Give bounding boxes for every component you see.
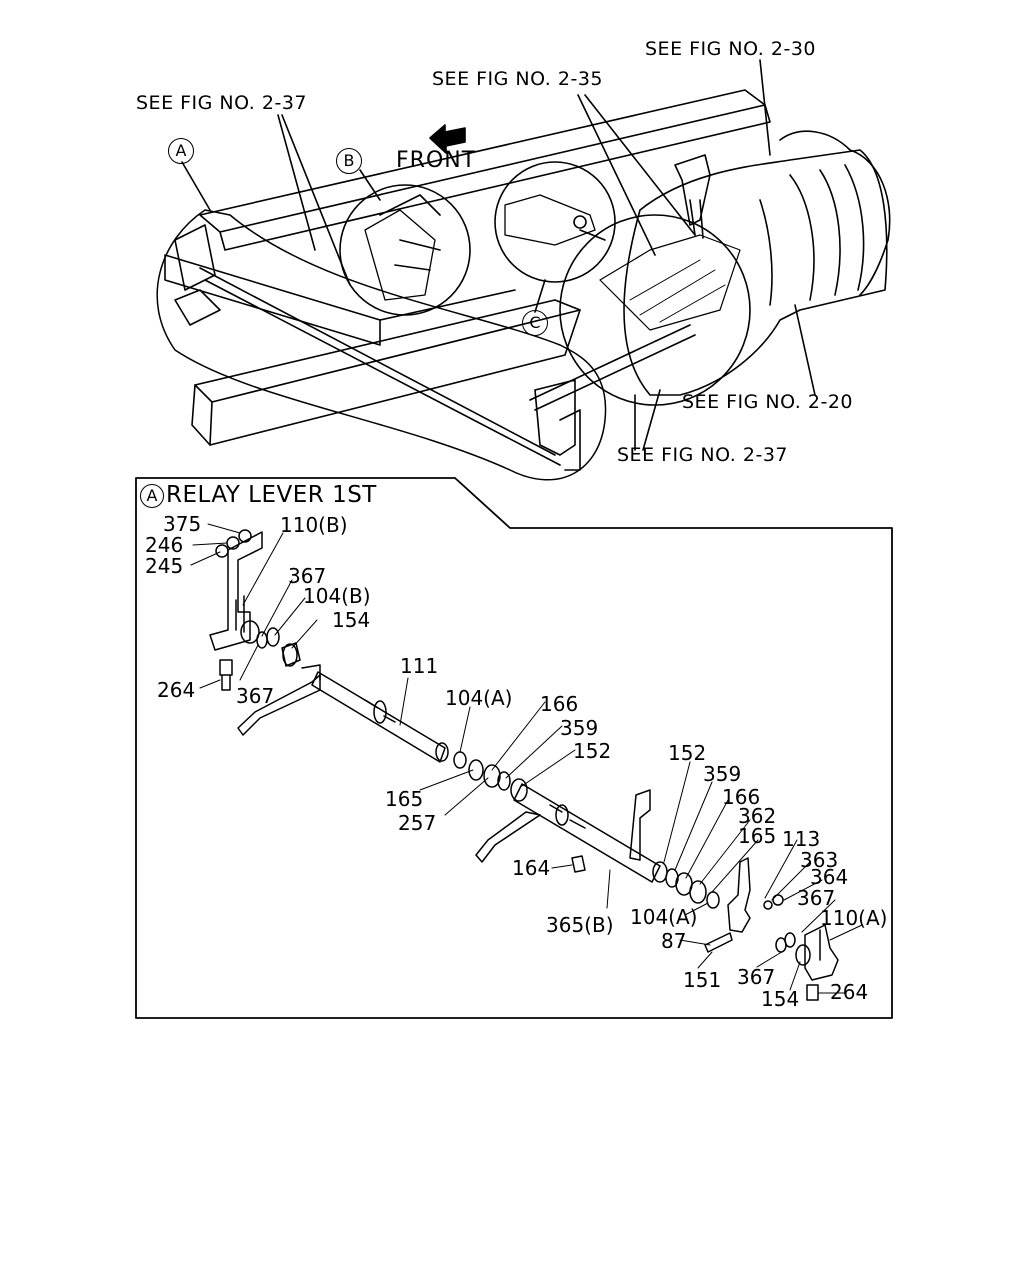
washer-166-left [484, 765, 500, 787]
washer-375 [239, 530, 251, 542]
part-label-152-b: 152 [668, 741, 707, 765]
part-label-367-d: 367 [737, 965, 776, 989]
tube-tab [630, 790, 650, 860]
ref-fig-2-35: SEE FIG NO. 2-35 [432, 68, 604, 90]
leader-2-20 [795, 305, 815, 395]
leader-2-37-bottom [635, 390, 660, 450]
clip-104a-2 [707, 892, 719, 908]
part-label-359-a: 359 [560, 716, 599, 740]
part-label-257: 257 [398, 811, 437, 835]
bushing-154-right [796, 945, 810, 965]
clip-164 [572, 856, 585, 872]
leader-circle-c [535, 280, 545, 312]
bolt-264-left [220, 660, 232, 690]
pin-151 [705, 933, 732, 952]
part-leaders [191, 524, 862, 993]
bolt-264-right [807, 985, 818, 1000]
part-label-104b: 104(B) [303, 584, 371, 608]
part-label-246: 246 [145, 533, 184, 557]
bushing-152-left [511, 779, 527, 801]
part-label-104a-1: 104(A) [445, 686, 513, 710]
part-label-375: 375 [163, 512, 202, 536]
shift-tower [675, 155, 710, 225]
leader-circle-a [182, 162, 210, 210]
lever-113 [728, 858, 750, 932]
bracket-110a [805, 925, 838, 980]
part-label-364: 364 [810, 865, 849, 889]
exploded-parts-view [191, 524, 862, 1000]
part-label-165-a: 165 [385, 787, 424, 811]
leader-circle-b [360, 170, 380, 200]
part-label-363: 363 [800, 848, 839, 872]
part-label-367-b: 367 [236, 684, 275, 708]
lever-arm-left [238, 675, 320, 735]
lever-arm-tube [476, 812, 540, 862]
washer-367-left [257, 632, 267, 648]
part-label-367-a: 367 [288, 564, 327, 588]
part-label-165-b: 165 [738, 824, 777, 848]
part-label-166-a: 166 [540, 692, 579, 716]
part-label-152-a: 152 [573, 739, 612, 763]
washer-359-left [498, 772, 510, 790]
front-arrow-icon [430, 125, 465, 153]
part-label-359-b: 359 [703, 762, 742, 786]
clip-104b [267, 628, 279, 646]
part-label-154-a: 154 [332, 608, 371, 632]
nut-364 [773, 895, 783, 905]
part-label-264-a: 264 [157, 678, 196, 702]
ref-fig-2-30: SEE FIG NO. 2-30 [645, 38, 817, 60]
bracket-110b [210, 532, 262, 650]
part-label-245: 245 [145, 554, 184, 578]
detail-circle-c [495, 162, 615, 282]
clip-104a-1 [454, 752, 466, 768]
ref-fig-2-37-bottom: SEE FIG NO. 2-37 [617, 444, 789, 466]
leader-2-37-top [278, 115, 350, 285]
part-label-151: 151 [683, 968, 722, 992]
shift-rod [530, 325, 690, 400]
part-label-111: 111 [400, 654, 439, 678]
washer-165-left [469, 760, 483, 780]
washer-362 [690, 881, 706, 903]
detail-circle-b [340, 185, 470, 315]
leader-2-30 [760, 60, 770, 155]
part-label-264-b: 264 [830, 980, 869, 1004]
callout-circle-c: C [522, 310, 548, 336]
tube-365b [514, 784, 660, 882]
detail-title: RELAY LEVER 1ST [166, 482, 377, 508]
nut-245 [216, 545, 228, 557]
part-label-164: 164 [512, 856, 551, 880]
part-label-166-b: 166 [722, 785, 761, 809]
part-label-362: 362 [738, 804, 777, 828]
cross-member [165, 255, 380, 345]
washer-363 [764, 901, 772, 909]
detail-circle-a [157, 210, 605, 480]
part-label-154-b: 154 [761, 987, 800, 1011]
cross-shaft-rod [200, 268, 555, 455]
part-label-365b: 365(B) [546, 913, 614, 937]
part-label-113: 113 [782, 827, 821, 851]
relay-bracket-right [535, 380, 575, 455]
top-assembly-view [157, 60, 890, 480]
ref-fig-2-20: SEE FIG NO. 2-20 [682, 391, 854, 413]
callout-circle-a: A [168, 138, 194, 164]
detail-frame [136, 478, 892, 1018]
part-label-367-c: 367 [797, 886, 836, 910]
front-label: FRONT [396, 148, 477, 173]
bushing-152-right [653, 862, 667, 882]
callout-circle-b: B [336, 148, 362, 174]
part-label-87: 87 [661, 929, 687, 953]
ref-fig-2-37-top: SEE FIG NO. 2-37 [136, 92, 308, 114]
shaft-111 [312, 672, 445, 762]
part-label-110b: 110(B) [280, 513, 348, 537]
part-label-110a: 110(A) [820, 906, 888, 930]
relay-bracket-left [175, 225, 215, 290]
transmission-housing [624, 150, 887, 395]
detail-callout-a: A [140, 484, 164, 508]
leader-2-35 [578, 95, 695, 255]
part-label-104a-2: 104(A) [630, 905, 698, 929]
